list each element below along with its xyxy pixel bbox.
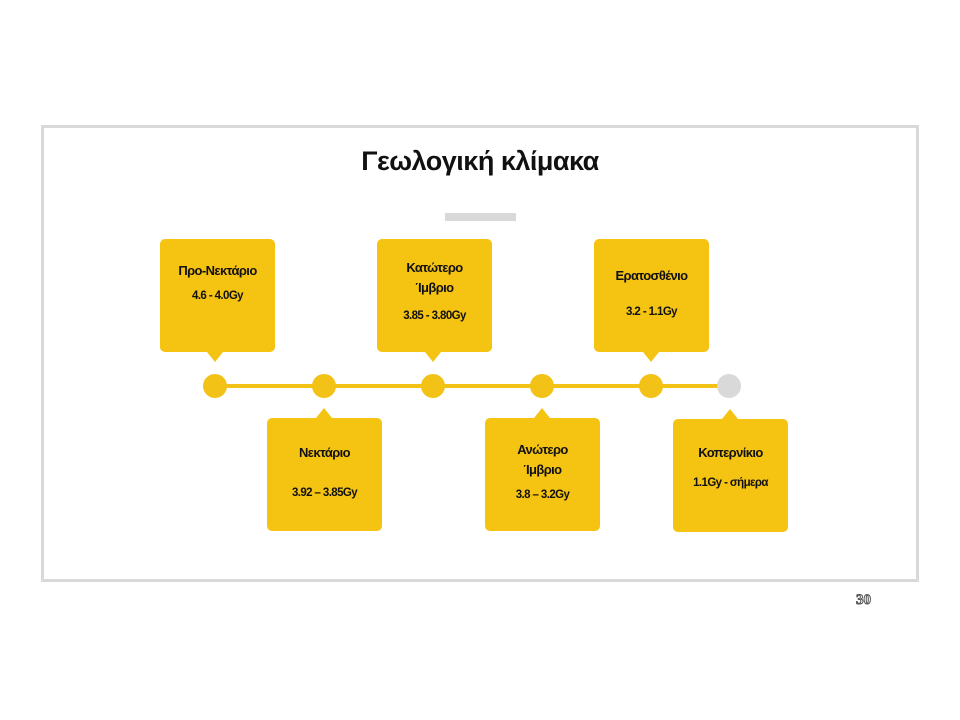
- card-pointer: [207, 352, 223, 362]
- period-name: Ερατοσθένιο: [615, 268, 688, 283]
- card-pointer: [722, 409, 738, 419]
- period-card-upper-imbrian: Ανώτερο Ίμβριο 3.8 – 3.2Gy: [485, 418, 600, 531]
- period-range: 4.6 - 4.0Gy: [192, 290, 244, 302]
- period-range: 3.92 – 3.85Gy: [291, 487, 358, 499]
- card-pointer: [643, 352, 659, 362]
- timeline-axis: [215, 384, 730, 388]
- card-pointer: [425, 352, 441, 362]
- period-card-lower-imbrian: Κατώτερο Ίμβριο 3.85 - 3.80Gy: [377, 239, 492, 352]
- period-name: Ανώτερο Ίμβριο: [517, 442, 568, 477]
- period-card-copernican: Κοπερνίκιο 1.1Gy - σήμερα: [673, 419, 788, 532]
- slide-title: Γεωλογική κλίμακα: [361, 146, 599, 176]
- timeline-dot-5: [639, 374, 663, 398]
- timeline-dot-1: [203, 374, 227, 398]
- timeline-dot-4: [530, 374, 554, 398]
- period-card-nectarian: Νεκτάριο 3.92 – 3.85Gy: [267, 418, 382, 531]
- timeline-dot-end: [717, 374, 741, 398]
- period-name: Νεκτάριο: [298, 445, 351, 460]
- period-range: 3.8 – 3.2Gy: [515, 489, 570, 501]
- card-pointer: [316, 408, 332, 418]
- period-name: Κατώτερο Ίμβριο: [406, 260, 463, 295]
- period-range: 1.1Gy - σήμερα: [693, 477, 768, 489]
- timeline-dot-2: [312, 374, 336, 398]
- card-pointer: [534, 408, 550, 418]
- period-card-pre-nectarian: Προ-Νεκτάριο 4.6 - 4.0Gy: [160, 239, 275, 352]
- period-name: Κοπερνίκιο: [698, 445, 763, 460]
- page-number: 30: [856, 592, 872, 609]
- timeline-dot-3: [421, 374, 445, 398]
- period-range: 3.2 - 1.1Gy: [626, 306, 678, 318]
- period-card-eratosthenian: Ερατοσθένιο 3.2 - 1.1Gy: [594, 239, 709, 352]
- period-name: Προ-Νεκτάριο: [178, 263, 257, 278]
- title-underline: [445, 213, 516, 221]
- period-range: 3.85 - 3.80Gy: [403, 310, 466, 322]
